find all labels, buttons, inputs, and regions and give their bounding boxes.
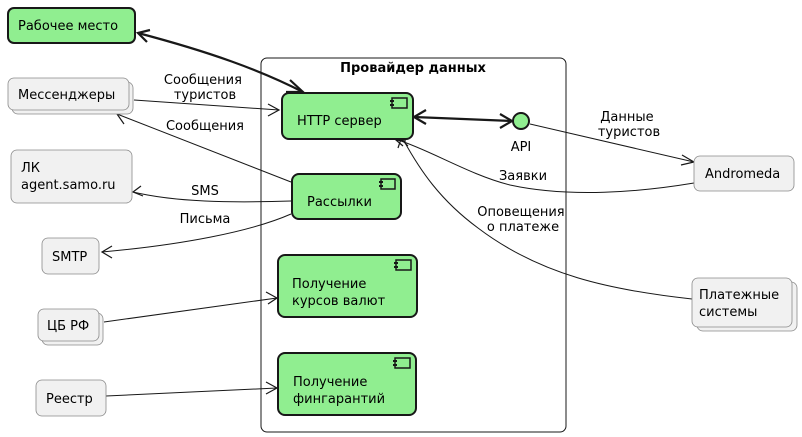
edge-mailing-smtp: Письма	[100, 212, 292, 259]
container-data-provider: Провайдер данных	[260, 57, 567, 433]
edge-api-andromeda: Данные туристов	[529, 110, 696, 166]
svg-text:Рабочее место: Рабочее место	[18, 19, 118, 34]
svg-text:Рассылки: Рассылки	[307, 195, 372, 210]
svg-text:Получение фингарантий: Получение фингарантий	[293, 375, 385, 407]
edge-label: Заявки	[499, 169, 547, 184]
edge-mailing-lk: SMS	[131, 184, 292, 203]
node-workplace[interactable]: Рабочее место	[7, 7, 136, 44]
arrowhead	[131, 185, 144, 197]
node-fin-guarantees[interactable]: Получение фингарантий	[277, 352, 417, 416]
edge-label: Сообщения туристов	[164, 73, 246, 103]
edge-registry-guarantees	[105, 381, 279, 397]
svg-text:ЦБ РФ: ЦБ РФ	[47, 319, 89, 334]
svg-text:HTTP сервер: HTTP сервер	[297, 114, 382, 129]
svg-text:Получение курсов валют: Получение курсов валют	[292, 277, 386, 309]
edge-payments-http: Оповещения о платеже	[397, 137, 693, 300]
node-payment-systems[interactable]: Платежные системы	[691, 277, 798, 332]
node-lk[interactable]: ЛК agent.samo.ru	[10, 149, 133, 204]
arrowhead	[100, 245, 113, 259]
node-cbrf[interactable]: ЦБ РФ	[37, 308, 104, 346]
arrowhead	[267, 103, 281, 117]
node-api[interactable]: API	[511, 112, 532, 155]
component-icon	[394, 259, 412, 271]
edge-label: Оповещения о платеже	[477, 205, 569, 235]
node-messengers[interactable]: Мессенджеры	[7, 77, 134, 115]
edge-label: SMS	[191, 184, 219, 199]
svg-text:ЛК agent.samo.ru: ЛК agent.samo.ru	[21, 161, 116, 193]
svg-text:Мессенджеры: Мессенджеры	[18, 88, 115, 103]
component-icon	[390, 97, 408, 109]
edge-messengers-http: Сообщения туристов	[133, 73, 281, 117]
svg-text:Реестр: Реестр	[46, 392, 93, 407]
svg-text:API: API	[511, 140, 532, 155]
svg-text:Платежные системы: Платежные системы	[699, 288, 783, 320]
node-currency-rates[interactable]: Получение курсов валют	[277, 254, 418, 318]
svg-text:SMTP: SMTP	[52, 250, 87, 265]
component-icon	[393, 357, 411, 369]
edge-andromeda-http: Заявки	[394, 139, 695, 194]
edge-label: Письма	[180, 212, 231, 227]
node-registry[interactable]: Реестр	[35, 379, 107, 417]
node-andromeda[interactable]: Andromeda	[693, 155, 795, 192]
edge-cbrf-rates	[103, 291, 279, 323]
arrowhead	[135, 28, 151, 43]
container-title: Провайдер данных	[340, 61, 486, 76]
edge-label: Сообщения	[166, 119, 244, 134]
node-http-server[interactable]: HTTP сервер	[281, 92, 414, 140]
node-mailing[interactable]: Рассылки	[291, 173, 402, 220]
edge-label: Данные туристов	[598, 110, 660, 140]
node-smtp[interactable]: SMTP	[41, 237, 100, 275]
svg-text:Andromeda: Andromeda	[705, 167, 780, 182]
component-icon	[379, 178, 396, 190]
